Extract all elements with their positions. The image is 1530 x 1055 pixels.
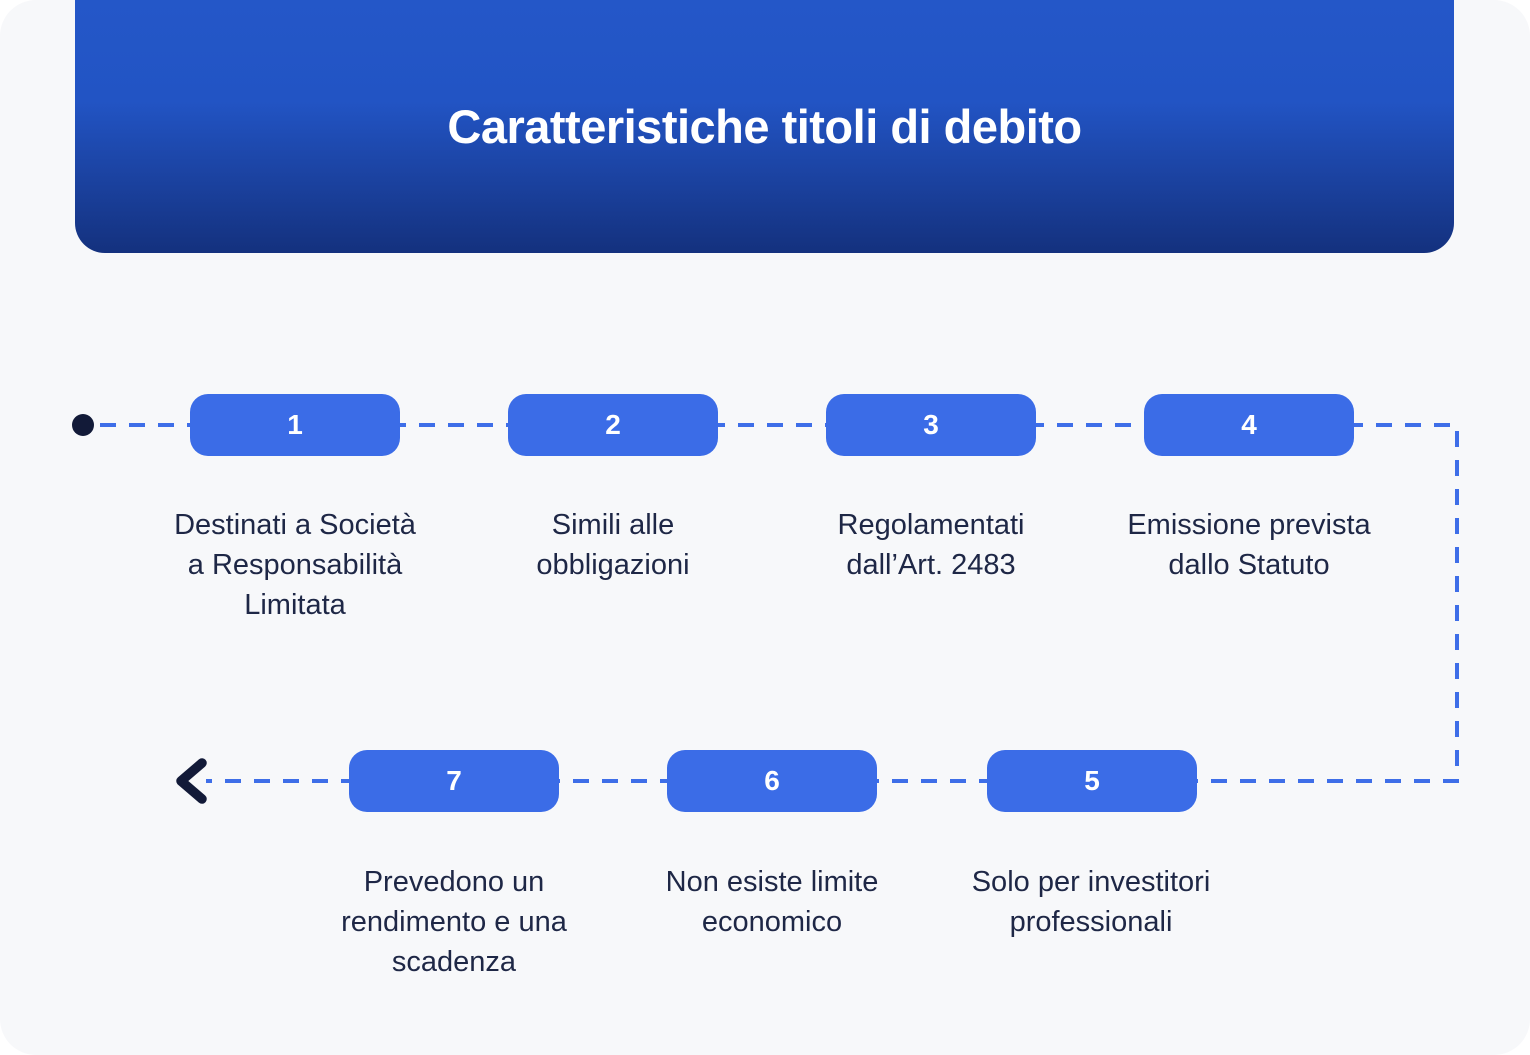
step-label-7: Prevedono un rendimento e una scadenza: [341, 866, 567, 978]
step-pill-3: 3: [826, 394, 1036, 456]
step-number: 4: [1241, 409, 1257, 440]
step-number: 2: [605, 409, 621, 440]
step-number: 1: [287, 409, 303, 440]
step-label-6: Non esiste limite economico: [665, 866, 879, 938]
page-title: Caratteristiche titoli di debito: [447, 100, 1082, 153]
step-label-2: Simili alle obbligazioni: [536, 509, 690, 581]
step-pill-7: 7: [349, 750, 559, 812]
step-number: 6: [764, 765, 780, 796]
step-pill-5: 5: [987, 750, 1197, 812]
step-pill-1: 1: [190, 394, 400, 456]
step-label-4: Emissione prevista dallo Statuto: [1127, 509, 1371, 581]
back-chevron-icon: [176, 758, 207, 804]
step-label-1: Destinati a Società a Responsabilità Lim…: [174, 509, 416, 621]
step-pill-4: 4: [1144, 394, 1354, 456]
step-number: 3: [923, 409, 939, 440]
step-label-3: Regolamentati dall’Art. 2483: [837, 509, 1025, 581]
step-pill-6: 6: [667, 750, 877, 812]
step-number: 7: [446, 765, 462, 796]
header-banner: Caratteristiche titoli di debito: [75, 0, 1454, 253]
step-number: 5: [1084, 765, 1100, 796]
start-dot-icon: [72, 414, 94, 436]
step-label-5: Solo per investitori professionali: [971, 866, 1211, 938]
step-pill-2: 2: [508, 394, 718, 456]
dashed-timeline-path: [100, 423, 1459, 783]
